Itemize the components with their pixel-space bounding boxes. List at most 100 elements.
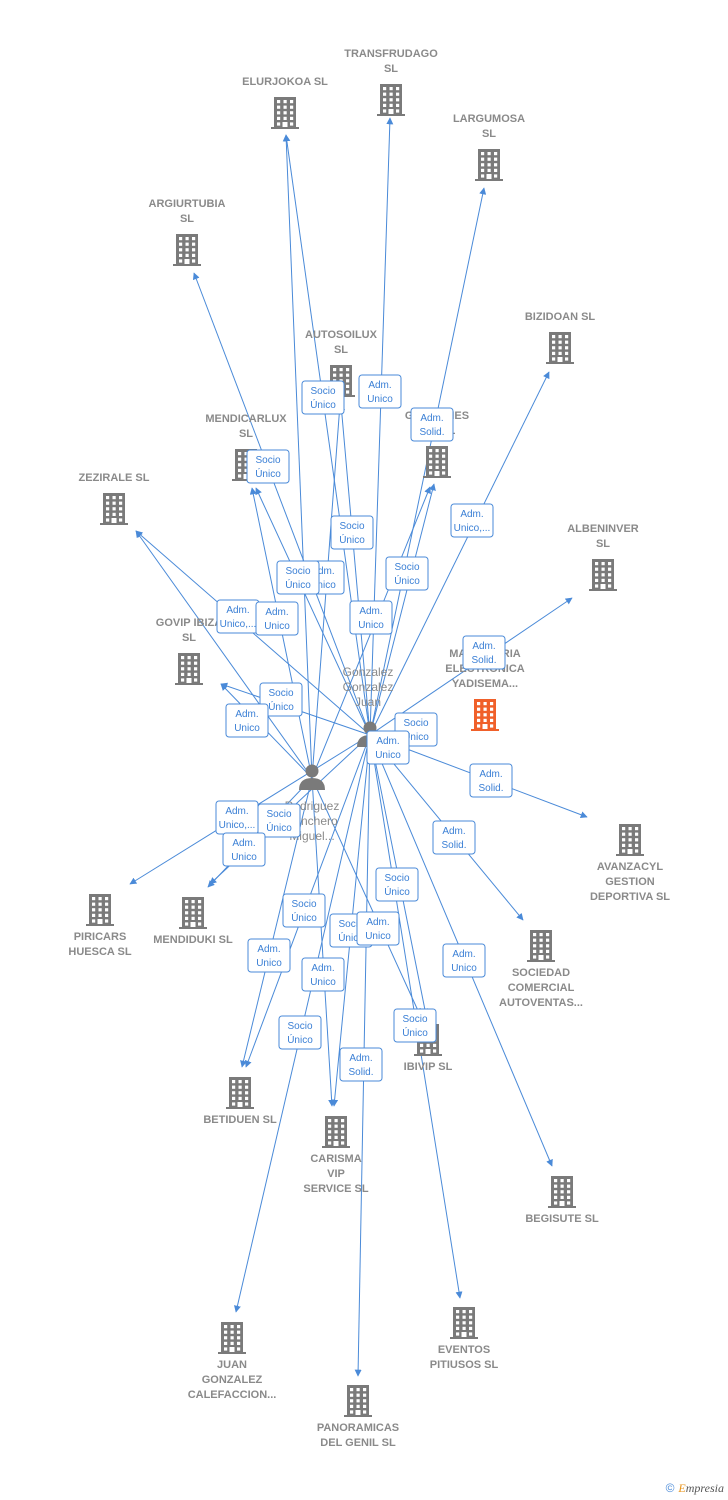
company-label-albeninver: ALBENINVER [567,523,639,535]
building-icon [86,894,114,926]
company-node-elurjokoa[interactable]: ELURJOKOA SL [242,76,328,129]
role-badge[interactable]: Adm.Solid. [462,635,506,670]
role-badge[interactable]: Adm.Solid. [469,763,513,798]
building-icon [546,332,574,364]
edge-juan-autosoilux [338,403,371,736]
company-label-panoramicas: PANORAMICAS [317,1422,399,1434]
role-badge[interactable]: Adm.Unico [222,832,266,867]
role-badge[interactable]: Adm.Unico [225,703,269,738]
company-node-begisute[interactable]: BEGISUTE SL [525,1176,599,1225]
role-badge[interactable]: Adm.Unico [366,730,410,765]
role-badge[interactable]: Adm.Unico,... [450,503,494,538]
edge-juan-transfrudago [369,117,394,736]
edge-miguel-zezirale [135,530,313,779]
building-icon [218,1322,246,1354]
role-label: Socio [384,873,409,884]
company-label-albeninver: SL [596,538,610,550]
role-label: Unico,... [219,820,256,831]
role-label: Único [285,578,311,591]
role-label: Único [402,1026,428,1039]
company-node-sociedad[interactable]: SOCIEDADCOMERCIALAUTOVENTAS... [499,930,583,1009]
company-node-piricars[interactable]: PIRICARS HUESCA SL [68,894,132,958]
company-node-mendiduki[interactable]: MENDIDUKI SL [153,897,233,946]
company-label-juangonzalez: CALEFACCION... [188,1389,277,1401]
role-badge[interactable]: Adm. Solid. [410,407,454,442]
role-label: Socio [394,562,419,573]
company-node-zezirale[interactable]: ZEZIRALE SL [79,472,150,525]
role-label: Único [255,467,281,480]
company-node-bizidoan[interactable]: BIZIDOAN SL [525,311,596,364]
company-node-albeninver[interactable]: ALBENINVER SL [567,523,639,591]
company-label-govip: GOVIP IBIZA [156,617,222,629]
role-label: Único [287,1033,313,1046]
role-badge[interactable]: Adm.Solid. [432,820,476,855]
role-label: Socio [402,1014,427,1025]
role-badge[interactable]: Adm.Unico,... [215,800,259,835]
company-label-avanzacyl: AVANZACYL [597,861,663,873]
building-icon [527,930,555,962]
company-label-mendiduki: MENDIDUKI SL [153,934,233,946]
role-badge[interactable]: Adm.Unico [358,374,402,409]
role-label: Adm. [349,1053,372,1064]
company-label-sociedad: SOCIEDAD [512,967,570,979]
role-label: Solid. [419,427,444,438]
role-badge[interactable]: Adm. Unico,... [216,599,260,634]
role-badge[interactable]: Adm.Unico [255,601,299,636]
role-label: Unico [310,977,336,988]
building-icon [175,653,203,685]
role-label: Socio [338,919,363,930]
role-badge[interactable]: Adm.Unico [349,600,393,635]
role-label: Único [310,398,336,411]
building-icon [548,1176,576,1208]
company-label-argiurtubia: SL [180,213,194,225]
company-label-largumosa: LARGUMOSA [453,113,525,125]
role-label: Adm. [452,949,475,960]
role-label: Socio [310,386,335,397]
footer-brand[interactable]: ©Empresia [666,1481,724,1496]
role-badge[interactable]: Adm.Unico [247,938,291,973]
role-label: Unico,... [220,619,257,630]
role-label: Único [394,574,420,587]
role-badge[interactable]: Adm.Unico [356,911,400,946]
edge-juan-elurjokoa [283,134,371,736]
company-node-juangonzalez[interactable]: JUANGONZALEZCALEFACCION... [188,1322,277,1401]
person-label-miguel: Miguel... [289,829,334,843]
role-label: Adm. [420,413,443,424]
company-node-betiduen[interactable]: BETIDUEN SL [203,1077,277,1126]
role-label: Adm. [226,605,249,616]
role-badge[interactable]: Adm.Unico [442,943,486,978]
role-layer: SocioÚnicoAdm.UnicoAdm.Solid.SocioÚnicoS… [215,374,513,1082]
company-label-transfrudago: SL [384,63,398,75]
role-label: Adm. [368,380,391,391]
company-label-piricars: PIRICARS [74,931,127,943]
role-badge[interactable]: Adm. Solid. [339,1047,383,1082]
building-icon [475,149,503,181]
company-label-autosoilux: AUTOSOILUX [305,329,378,341]
company-label-carisma: VIP [327,1168,345,1180]
role-label: Socio [339,521,364,532]
edge-miguel-elurjokoa [282,134,313,779]
company-label-piricars: HUESCA SL [68,946,131,958]
role-label: Solid. [348,1067,373,1078]
role-badge[interactable]: Adm.Unico [301,957,345,992]
